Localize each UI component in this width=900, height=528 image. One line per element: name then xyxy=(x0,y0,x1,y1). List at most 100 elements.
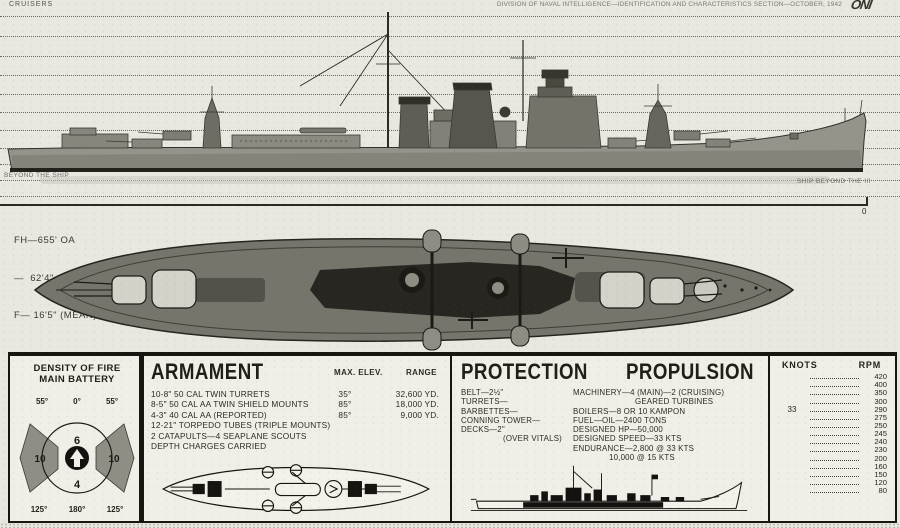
plan-seaplanes xyxy=(458,248,584,329)
rpm-row: 350 xyxy=(780,388,887,398)
fuel-line: FUEL—OIL—2400 TONS xyxy=(573,415,667,425)
dotted-leader xyxy=(810,435,859,437)
dotted-leader xyxy=(810,426,859,428)
rpm-value: 350 xyxy=(874,388,887,398)
belt-line: BELT—2½" xyxy=(461,388,504,397)
dotted-leader xyxy=(810,459,859,461)
starboard-fire-arc xyxy=(95,423,135,493)
rpm-row: 240 xyxy=(780,437,887,447)
density-circle xyxy=(41,422,113,494)
armament-row: 8-5" 50 CAL AA TWIN SHIELD MOUNTS 85° 18… xyxy=(151,399,443,409)
rpm-value: 400 xyxy=(874,380,887,390)
rpm-row: 80 xyxy=(780,486,887,496)
rpm-value: 420 xyxy=(874,372,887,382)
rpm-row: 160 xyxy=(780,461,887,471)
depth-charge-note: DEPTH CHARGES CARRIED xyxy=(151,441,267,452)
dotted-leader xyxy=(810,443,859,445)
rpm-row: 150 xyxy=(780,469,887,479)
rpm-value: 80 xyxy=(878,486,887,496)
rpm-row: 275 xyxy=(780,412,887,422)
armament-title: ARMAMENT xyxy=(151,359,264,384)
right-waterline-label: SHIP BEYOND THE III xyxy=(797,178,871,185)
range-header: RANGE xyxy=(406,368,437,377)
sector-ahead-count: 6 xyxy=(74,435,80,447)
rpm-value: 150 xyxy=(874,469,887,479)
gun-range: 9,000 YD. xyxy=(400,409,439,420)
rpm-row: 250 xyxy=(780,420,887,430)
rpm-value: 160 xyxy=(874,461,887,471)
protection-title: PROTECTION xyxy=(461,359,588,384)
angle-55-port: 55° xyxy=(36,397,48,406)
baseline-dimension-line xyxy=(0,204,868,206)
intelligence-section-title: DIVISION OF NAVAL INTELLIGENCE—IDENTIFIC… xyxy=(496,1,842,8)
angle-125-stbd: 125° xyxy=(107,505,124,514)
rpm-value: 200 xyxy=(874,453,887,463)
endurance-line-2: 10,000 @ 15 KTS xyxy=(609,453,675,463)
ship-heading-arrow-icon xyxy=(70,449,84,467)
rpm-value: 245 xyxy=(874,429,887,439)
propulsion-list: MACHINERY—4 (MAIN)—2 (CRUISING) GEARED T… xyxy=(573,388,759,462)
protection-propulsion-box: PROTECTION PROPULSION BELT—2½" TURRETS— … xyxy=(452,356,770,521)
dotted-leader xyxy=(810,402,859,404)
density-of-fire-box: DENSITY OF FIRE MAIN BATTERY 55° 0° 55° … xyxy=(10,356,144,521)
left-waterline-label: BEYOND THE SHIP xyxy=(4,172,70,179)
port-fire-arc xyxy=(19,423,59,493)
rpm-value: 300 xyxy=(874,396,887,406)
knots-value: 33 xyxy=(787,404,797,414)
rpm-row: 33 290 xyxy=(780,404,887,414)
angle-55-stbd: 55° xyxy=(106,397,118,406)
armament-row: 4-3" 40 CAL AA (REPORTED) 85° 9,000 YD. xyxy=(151,410,443,420)
density-title-line1: DENSITY OF FIRE xyxy=(33,363,120,374)
draft-mean: F— 16'5" (MEAN) xyxy=(14,310,97,321)
angle-0: 0° xyxy=(73,397,81,406)
speed-line: DESIGNED SPEED—33 KTS xyxy=(573,434,682,444)
rpm-value: 120 xyxy=(874,477,887,487)
rpm-header: RPM xyxy=(858,360,881,370)
turrets-line: TURRETS— xyxy=(461,397,508,407)
rpm-value: 240 xyxy=(874,437,887,447)
length-overall: FH—655' OA xyxy=(14,235,76,246)
plan-deck-line xyxy=(59,246,769,334)
sector-astern-count: 4 xyxy=(74,479,81,491)
plan-bow-fittings xyxy=(723,284,772,292)
gun-desc: 8-5" 50 CAL AA TWIN SHIELD MOUNTS xyxy=(151,399,309,410)
armament-box: ARMAMENT MAX. ELEV. RANGE 10-8" 50 CAL T… xyxy=(144,356,452,521)
armament-notes: 12-21" TORPEDO TUBES (TRIPLE MOUNTS) 2 C… xyxy=(151,420,443,451)
hp-line: DESIGNED HP—50,000 xyxy=(573,425,663,435)
angle-125-port: 125° xyxy=(31,505,48,514)
dotted-leader xyxy=(810,386,859,388)
rpm-row: 245 xyxy=(780,429,887,439)
endurance-line: ENDURANCE—2,800 @ 33 KTS xyxy=(573,443,695,453)
rpm-value: 290 xyxy=(874,404,887,414)
gun-range: 32,600 YD. xyxy=(395,389,439,399)
beam: — 62'4" xyxy=(14,272,54,284)
baseline-tick xyxy=(866,197,868,206)
dotted-leader xyxy=(810,410,859,412)
ship-side-profile xyxy=(7,12,867,184)
dotted-leader xyxy=(810,467,859,469)
propulsion-title: PROPULSION xyxy=(626,359,755,384)
barbettes-line: BARBETTES— xyxy=(461,406,518,416)
rpm-value: 275 xyxy=(874,412,887,422)
sector-port-count: 10 xyxy=(34,454,46,465)
dotted-leader xyxy=(810,492,859,494)
dotted-leader xyxy=(810,451,859,453)
baseline-zero-label: 0 xyxy=(862,207,867,216)
rpm-row: 230 xyxy=(780,445,887,455)
dotted-leader xyxy=(810,483,859,485)
plan-catapult-mounts xyxy=(422,229,530,351)
knots-header: KNOTS xyxy=(782,360,818,370)
conning-tower-line: CONNING TOWER— xyxy=(461,415,541,425)
protection-list: BELT—2½" TURRETS— BARBETTES— CONNING TOW… xyxy=(461,388,573,462)
ship-plan-view xyxy=(33,229,795,351)
max-elev-header: MAX. ELEV. xyxy=(334,368,383,377)
rpm-value: 250 xyxy=(874,420,887,430)
hull-shadow xyxy=(40,176,830,184)
torpedo-note: 12-21" TORPEDO TUBES (TRIPLE MOUNTS) xyxy=(151,420,331,431)
gun-elev: 85° xyxy=(338,409,352,420)
rpm-value: 230 xyxy=(874,445,887,455)
corner-class-label: CRUISERS xyxy=(9,1,54,8)
gun-desc: 10-8" 50 CAL TWIN TURRETS xyxy=(151,389,270,399)
